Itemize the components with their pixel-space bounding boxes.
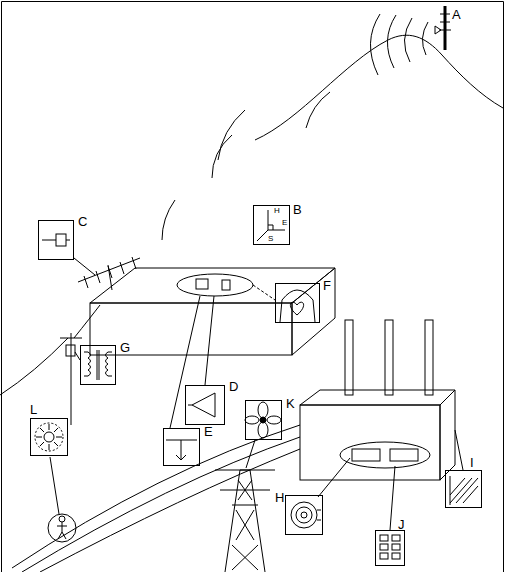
callout-letter: I — [470, 456, 474, 469]
callout-letter: D — [229, 380, 238, 393]
callout-letter: J — [398, 518, 405, 531]
inset-box: K — [245, 400, 282, 440]
callout-letter: C — [78, 215, 87, 228]
vector-label: S — [268, 235, 273, 243]
callout-letter: L — [30, 403, 37, 416]
radio-waves — [162, 92, 330, 240]
factory — [300, 320, 463, 530]
inset-icons — [35, 210, 478, 559]
inset-box: D — [185, 385, 225, 425]
inset-box: BHES — [253, 205, 290, 245]
inset-box: F — [275, 283, 320, 323]
callout-letter: K — [286, 397, 295, 410]
inset-box: L — [30, 418, 68, 456]
callout-letter: E — [204, 425, 213, 438]
vector-label: E — [282, 219, 287, 227]
person-in-field — [48, 457, 76, 542]
callout-letter: F — [323, 279, 331, 292]
callout-letter: B — [293, 203, 302, 216]
callout-letter: H — [275, 491, 284, 504]
inset-box: G — [80, 345, 116, 385]
utility-pole — [0, 305, 100, 425]
inset-box: I — [445, 470, 482, 508]
inset-box: C — [38, 220, 74, 260]
callout-letter: A — [452, 8, 461, 21]
inset-box: H — [285, 495, 323, 535]
callout-letter: G — [120, 341, 130, 354]
inset-box: J — [375, 530, 405, 566]
hill-and-broadcast-tower — [255, 6, 503, 140]
vector-label: H — [274, 207, 280, 215]
inset-box: E — [163, 428, 200, 466]
house-with-antenna — [74, 257, 335, 428]
transmission-lines-and-tower — [12, 425, 300, 572]
